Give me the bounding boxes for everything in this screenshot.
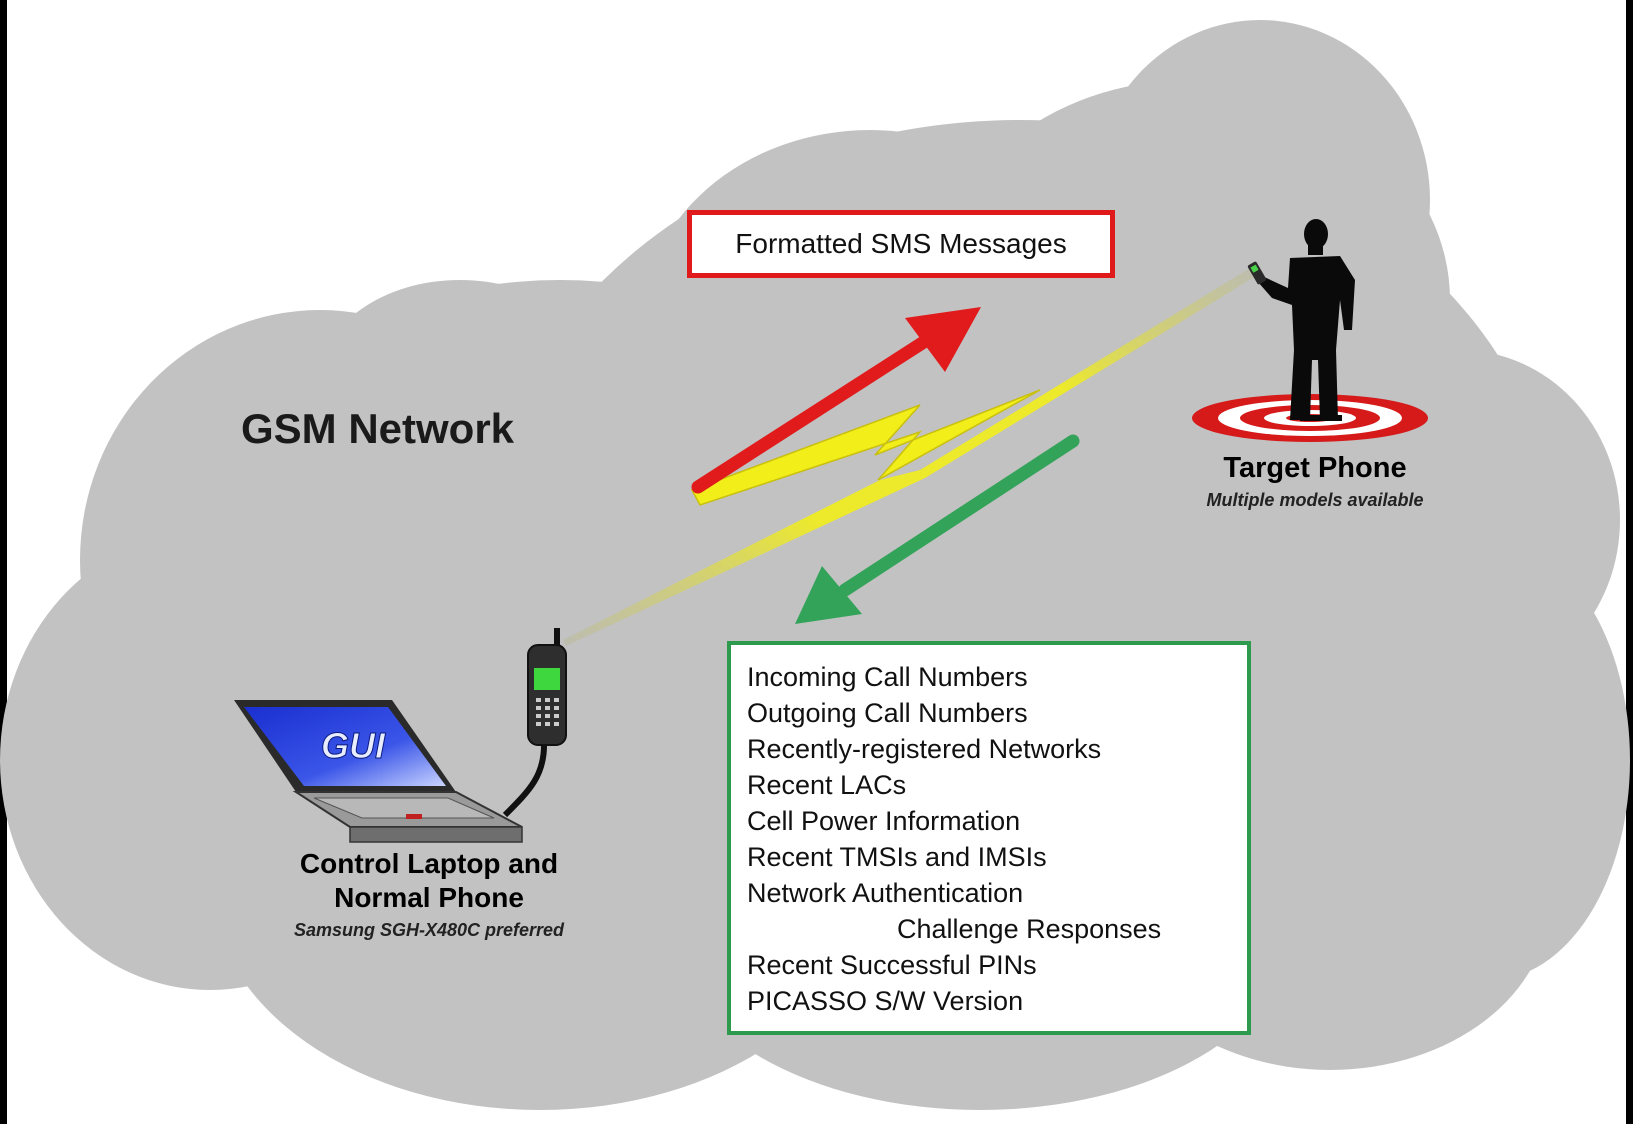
left-edge-bar (0, 0, 7, 1124)
target-person-icon (1258, 219, 1355, 421)
laptop-screen-label: GUI (321, 725, 386, 766)
laptop-icon (234, 700, 523, 843)
data-list-item: Network Authentication (747, 878, 1024, 908)
sms-arrow (691, 307, 981, 494)
signal-beam (563, 268, 1256, 646)
data-list-item: Cell Power Information (747, 806, 1021, 836)
data-list-item: Recently-registered Networks (747, 734, 1102, 764)
control-laptop-subtitle: Samsung SGH-X480C preferred (293, 920, 565, 940)
control-phone-icon (527, 628, 567, 746)
control-laptop-title-line2: Normal Phone (334, 882, 524, 913)
gsm-network-label: GSM Network (241, 405, 515, 452)
sms-messages-box: Formatted SMS Messages (687, 210, 1115, 278)
response-arrow (795, 434, 1080, 624)
retrieved-data-box: Incoming Call Numbers Outgoing Call Numb… (727, 641, 1251, 1035)
right-edge-bar (1626, 0, 1633, 1124)
data-list-item: PICASSO S/W Version (747, 986, 1024, 1016)
laptop-screen (244, 707, 446, 786)
target-phone-subtitle: Multiple models available (1206, 490, 1424, 510)
lightning-bolt-icon (690, 389, 1041, 506)
data-list-item-continuation: Challenge Responses (897, 914, 1162, 944)
data-list-item: Incoming Call Numbers (747, 662, 1028, 692)
control-laptop-title-line1: Control Laptop and (299, 848, 559, 879)
gsm-network-cloud (0, 20, 1630, 1110)
data-list-item: Outgoing Call Numbers (747, 698, 1028, 728)
data-list-item: Recent Successful PINs (747, 950, 1037, 980)
target-phone-title: Target Phone (1223, 452, 1407, 484)
target-handset-icon (1247, 261, 1267, 285)
data-list-item: Recent TMSIs and IMSIs (747, 842, 1047, 872)
data-list-item: Recent LACs (747, 770, 907, 800)
phone-cable (502, 741, 548, 818)
